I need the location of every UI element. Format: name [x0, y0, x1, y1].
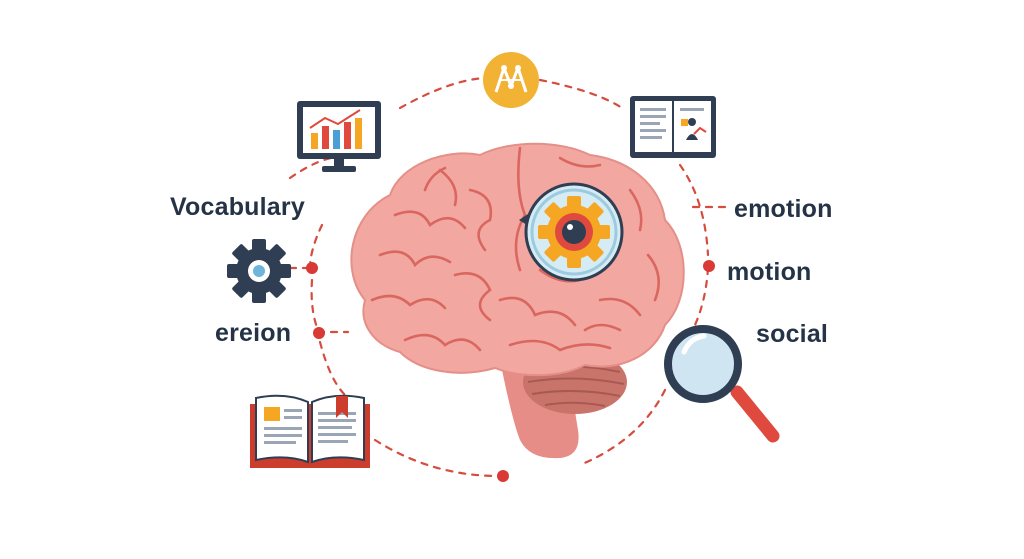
magnifier-icon	[664, 325, 780, 443]
brain-icon	[350, 142, 685, 459]
bar-chart-monitor-icon	[297, 101, 381, 172]
dashed-ring	[288, 76, 734, 478]
emblem-icon	[483, 52, 539, 108]
gear-icon	[227, 239, 291, 303]
label-ereion: ereion	[215, 319, 292, 347]
label-emotion: emotion	[734, 195, 833, 223]
ring-dot	[306, 262, 318, 274]
ring-dot	[497, 470, 509, 482]
label-motion: motion	[727, 258, 812, 286]
ring-dot	[703, 260, 715, 272]
ring-dot	[313, 327, 325, 339]
eye-gear-icon	[519, 182, 624, 282]
open-book-chart-icon	[630, 96, 716, 158]
label-vocabulary: Vocabulary	[170, 193, 305, 221]
open-book-icon	[250, 394, 370, 468]
label-social: social	[756, 320, 829, 348]
